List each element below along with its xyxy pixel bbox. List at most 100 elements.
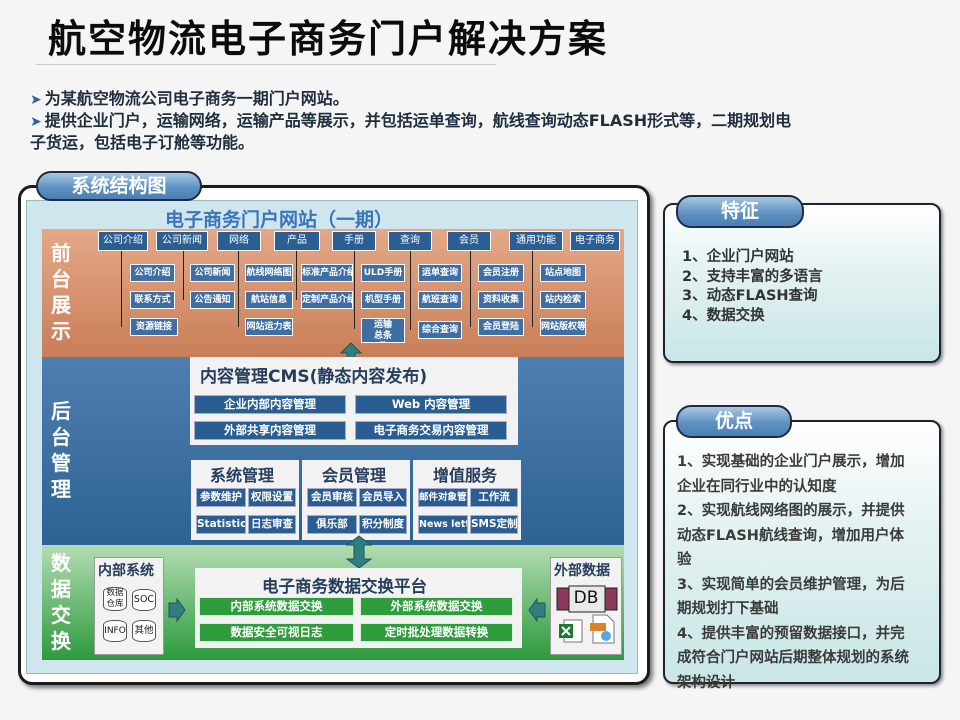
- nav-tab-products: 产品: [274, 231, 320, 251]
- sub-item: 会员注册: [478, 264, 524, 282]
- tree-line: [121, 251, 122, 327]
- tree-line: [183, 251, 184, 300]
- sub-item: 航线网络图: [245, 264, 293, 282]
- section-label-char: 交: [51, 603, 71, 627]
- features-box: [663, 203, 941, 363]
- section-label-char: 数: [51, 551, 71, 575]
- sub-item: 资料收集: [478, 291, 524, 309]
- sys-mgmt-title: 系统管理: [210, 466, 275, 485]
- database-icon: 数据仓库: [103, 587, 127, 611]
- db-label: DB: [573, 588, 599, 608]
- tree-line: [354, 251, 355, 329]
- section-label-char: 管: [51, 451, 71, 475]
- advantage-line: 期规划打下基础: [677, 601, 779, 617]
- advantage-line: 4、提供丰富的预留数据接口，并完: [677, 625, 905, 642]
- section-label-text: 数据交换: [44, 550, 78, 654]
- exchange-item: 定时批处理数据转换: [360, 623, 513, 642]
- value-service-title: 增值服务: [433, 466, 498, 485]
- advantage-line: 验: [677, 552, 692, 568]
- tree-line: [238, 251, 239, 327]
- nav-tab-company: 公司介绍: [98, 231, 148, 251]
- cms-item: Web 内容管理: [355, 395, 507, 414]
- database-icon: [556, 585, 618, 613]
- advantages-title: 优点: [676, 405, 792, 438]
- section-label-char: 示: [51, 319, 71, 343]
- sub-item: 网站版权等: [540, 318, 586, 336]
- sub-item: 站点地图: [540, 264, 586, 282]
- intro-text: 为某航空物流公司电子商务一期门户网站。: [44, 89, 349, 108]
- member-item: 会员导入: [359, 488, 407, 507]
- member-item: 会员审核: [307, 488, 357, 507]
- advantage-line: 动态FLASH航线查询，增加用户体: [677, 527, 904, 544]
- nav-tab-query: 查询: [388, 231, 432, 251]
- cms-item: 电子商务交易内容管理: [355, 421, 507, 440]
- cms-item: 外部共享内容管理: [194, 421, 346, 440]
- nav-tab-manual: 手册: [332, 231, 376, 251]
- database-icon: SOC: [132, 589, 156, 611]
- nav-tab-network: 网络: [217, 231, 261, 251]
- cms-title: 内容管理CMS(静态内容发布): [200, 367, 428, 387]
- section-label-char: 换: [51, 629, 71, 653]
- excel-file-icon: [559, 619, 583, 643]
- right-arrow-icon: [168, 598, 186, 622]
- sub-item: ULD手册: [361, 264, 405, 282]
- advantage-line: 架构设计: [677, 674, 735, 691]
- nav-tab-ecommerce: 电子商务: [570, 231, 620, 251]
- tree-line: [410, 251, 411, 330]
- member-mgmt-title: 会员管理: [322, 466, 387, 485]
- section-label-front: 前台展示: [44, 240, 78, 344]
- page-title: 航空物流电子商务门户解决方案: [48, 17, 609, 61]
- sub-item: 航站信息: [245, 291, 293, 309]
- features-list: 1、企业门户网站 2、支持丰富的多语言 3、动态FLASH查询 4、数据交换: [682, 248, 823, 326]
- sub-item: 定制产品介绍: [301, 291, 353, 309]
- section-label-char: 据: [51, 577, 71, 601]
- section-label-char: 台: [51, 425, 71, 449]
- sub-item: 标准产品介绍: [301, 264, 353, 282]
- value-item: 邮件对象管理: [418, 488, 468, 507]
- sub-item: 运输总条件: [361, 318, 405, 343]
- section-label-char: 后: [51, 399, 71, 423]
- portal-title: 电子商务门户网站（一期）: [165, 209, 394, 231]
- bullet-arrow-icon: ➤: [30, 114, 42, 130]
- tree-line: [470, 251, 471, 327]
- value-item: 工作流: [470, 488, 518, 507]
- nav-tab-common: 通用功能: [509, 231, 563, 251]
- advantages-list: 1、实现基础的企业门户展示，增加 企业在同行业中的认知度 2、实现航线网络图的展…: [677, 450, 909, 695]
- sub-item: 网站运力表: [245, 318, 293, 336]
- tree-line: [532, 251, 533, 327]
- intro-text: 提供企业门户，运输网络，运输产品等展示，并包括运单查询，航线查询动态FLASH形…: [44, 111, 792, 130]
- sub-item: 会员登陆: [478, 318, 524, 336]
- sys-item: 参数维护: [196, 488, 246, 507]
- section-label-char: 展: [51, 293, 71, 317]
- sub-item: 公司新闻: [190, 264, 235, 282]
- sub-item: 联系方式: [130, 291, 175, 309]
- sub-item: 综合查询: [418, 321, 462, 339]
- nav-tab-member: 会员: [447, 231, 491, 251]
- tree-line: [296, 251, 297, 300]
- nav-tab-news: 公司新闻: [156, 231, 208, 251]
- intro-line-1: ➤为某航空物流公司电子商务一期门户网站。: [30, 88, 349, 111]
- advantage-line: 企业在同行业中的认知度: [677, 478, 837, 495]
- exchange-item: 内部系统数据交换: [199, 597, 354, 616]
- section-label-char: 理: [51, 477, 71, 501]
- section-label-back: 后台管理: [44, 398, 78, 502]
- title-divider: [36, 64, 496, 65]
- sub-item: 航班查询: [418, 291, 462, 309]
- section-label-text: 前台展示: [44, 240, 78, 344]
- sys-item: Statistics: [196, 515, 246, 534]
- exchange-item: 数据安全可视日志: [199, 623, 354, 642]
- sub-item: 资源链接: [130, 318, 178, 336]
- advantage-line: 成符合门户网站后期整体规划的系统: [677, 650, 909, 666]
- database-icon: INFO: [103, 620, 127, 642]
- feature-item: 3、动态FLASH查询: [682, 288, 818, 304]
- cms-item: 企业内部内容管理: [194, 395, 346, 414]
- advantage-line: 2、实现航线网络图的展示，并提供: [677, 503, 905, 519]
- section-label-char: 前: [51, 241, 71, 265]
- exchange-platform-title: 电子商务数据交换平台: [262, 577, 427, 596]
- xml-file-icon: [590, 614, 615, 644]
- advantage-line: 1、实现基础的企业门户展示，增加: [677, 454, 905, 470]
- sys-item: 日志审查: [248, 515, 296, 534]
- sub-item: 机型手册: [361, 291, 405, 309]
- sub-item: 公告通知: [190, 291, 235, 309]
- sub-item: 运单查询: [418, 264, 462, 282]
